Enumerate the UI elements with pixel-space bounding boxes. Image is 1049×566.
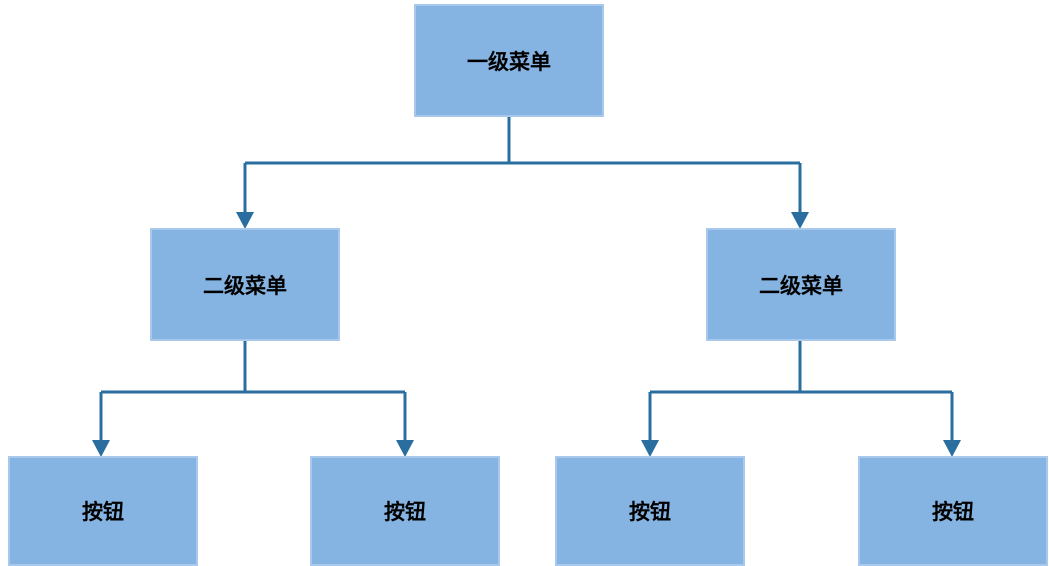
node-level2-menu-left: 二级菜单: [150, 228, 340, 341]
node-label: 一级菜单: [467, 49, 551, 74]
node-label: 按钮: [384, 500, 426, 524]
node-label: 按钮: [629, 500, 671, 524]
node-label: 按钮: [82, 500, 124, 524]
arrowhead-l2-left: [236, 212, 254, 229]
node-level2-menu-right: 二级菜单: [706, 228, 896, 341]
node-button-3: 按钮: [555, 456, 745, 566]
node-level1-menu: 一级菜单: [414, 4, 604, 117]
arrowhead-button-2: [396, 440, 414, 457]
arrowhead-button-4: [943, 440, 961, 457]
arrowhead-button-3: [641, 440, 659, 457]
node-button-2: 按钮: [310, 456, 500, 566]
arrowhead-l2-right: [791, 212, 809, 229]
node-label: 二级菜单: [759, 273, 843, 298]
node-label: 按钮: [932, 500, 974, 524]
node-button-4: 按钮: [858, 456, 1048, 566]
node-label: 二级菜单: [203, 273, 287, 298]
arrowhead-button-1: [92, 440, 110, 457]
node-button-1: 按钮: [8, 456, 198, 566]
